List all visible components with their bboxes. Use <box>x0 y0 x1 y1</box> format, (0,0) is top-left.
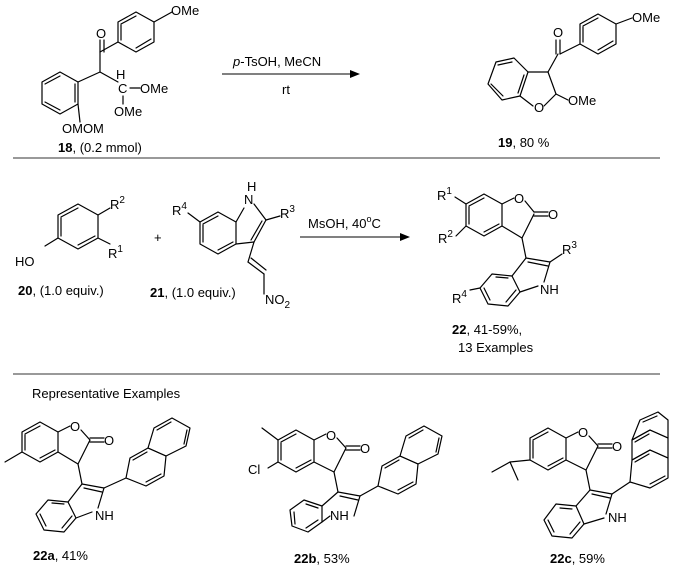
compound-22a-label: 22a, 41% <box>33 548 88 563</box>
compound-20-structure: R2 R1 HO <box>15 195 125 269</box>
atom-ring-o-22c: O <box>578 425 588 440</box>
atom-r2-22: R2 <box>438 229 453 246</box>
compound-19-label: 19, 80 % <box>498 135 550 150</box>
atom-ho-20: HO <box>15 254 35 269</box>
plus-sign: + <box>154 230 162 245</box>
atom-carbonyl-o-22c: O <box>612 439 622 454</box>
atom-nh-22: NH <box>540 282 559 297</box>
compound-19-structure: OMe O O OMe <box>487 10 660 115</box>
conditions-1-bottom: rt <box>282 82 290 97</box>
atom-r4-21: R4 <box>172 201 187 218</box>
atom-carbonyl-o: O <box>96 26 106 41</box>
conditions-1-top: p-TsOH, MeCN <box>232 54 321 69</box>
atom-r4-22: R4 <box>452 289 467 306</box>
compound-21-label: 21, (1.0 equiv.) <box>150 285 236 300</box>
atom-ring-o-19: O <box>534 100 544 115</box>
compound-18-label: 18, (0.2 mmol) <box>58 140 142 155</box>
atom-c: C <box>118 81 127 96</box>
atom-ome-top-19: OMe <box>632 10 660 25</box>
atom-h-21: H <box>247 179 256 194</box>
atom-ring-o-22: O <box>514 191 524 206</box>
atom-r1-22: R1 <box>437 186 452 203</box>
atom-nh-22c: NH <box>608 510 627 525</box>
compound-22b-label: 22b, 53% <box>294 551 350 566</box>
atom-no2-21: NO2 <box>265 292 291 311</box>
atom-cl-22b: Cl <box>248 462 260 477</box>
atom-n-21: N <box>244 192 253 207</box>
atom-carbonyl-o-22: O <box>548 207 558 222</box>
conditions-2: MsOH, 40oC <box>308 214 381 231</box>
arrow-head-2 <box>400 233 410 241</box>
atom-h: H <box>116 67 125 82</box>
atom-carbonyl-o-22b: O <box>360 441 370 456</box>
compound-22a-structure: O O NH <box>4 417 191 533</box>
atom-ome-1: OMe <box>140 81 168 96</box>
atom-carbonyl-o-22a: O <box>104 433 114 448</box>
compound-20-label: 20, (1.0 equiv.) <box>18 283 104 298</box>
atom-ring-o-22b: O <box>326 428 336 443</box>
compound-22c-label: 22c, 59% <box>550 551 605 566</box>
atom-r3-21: R3 <box>280 204 295 221</box>
compound-22-structure: R1 R2 O O R3 NH R4 <box>437 186 577 307</box>
representative-title: Representative Examples <box>32 386 181 401</box>
compound-21-structure: R4 N H R3 NO2 <box>172 179 295 311</box>
compound-22c-structure: O O NH <box>491 411 669 539</box>
atom-r2-20: R2 <box>110 195 125 212</box>
atom-r3-22: R3 <box>562 240 577 257</box>
atom-ome-2: OMe <box>114 104 142 119</box>
atom-ome-top: OMe <box>171 3 199 18</box>
atom-nh-22a: NH <box>95 508 114 523</box>
compound-22-examples: 13 Examples <box>458 340 534 355</box>
atom-nh-22b: NH <box>330 508 349 523</box>
atom-r1-20: R1 <box>108 244 123 261</box>
atom-omom: OMOM <box>62 121 104 136</box>
arrow-head-1 <box>350 70 360 78</box>
compound-22b-structure: Cl O O NH <box>248 425 443 533</box>
atom-ring-o-22a: O <box>70 419 80 434</box>
atom-ome-19: OMe <box>568 93 596 108</box>
compound-22-label: 22, 41-59%, <box>452 322 522 337</box>
atom-carbonyl-o-19: O <box>553 25 563 40</box>
compound-18-structure: OMe O H C OMe OMe OMOM <box>41 3 199 136</box>
